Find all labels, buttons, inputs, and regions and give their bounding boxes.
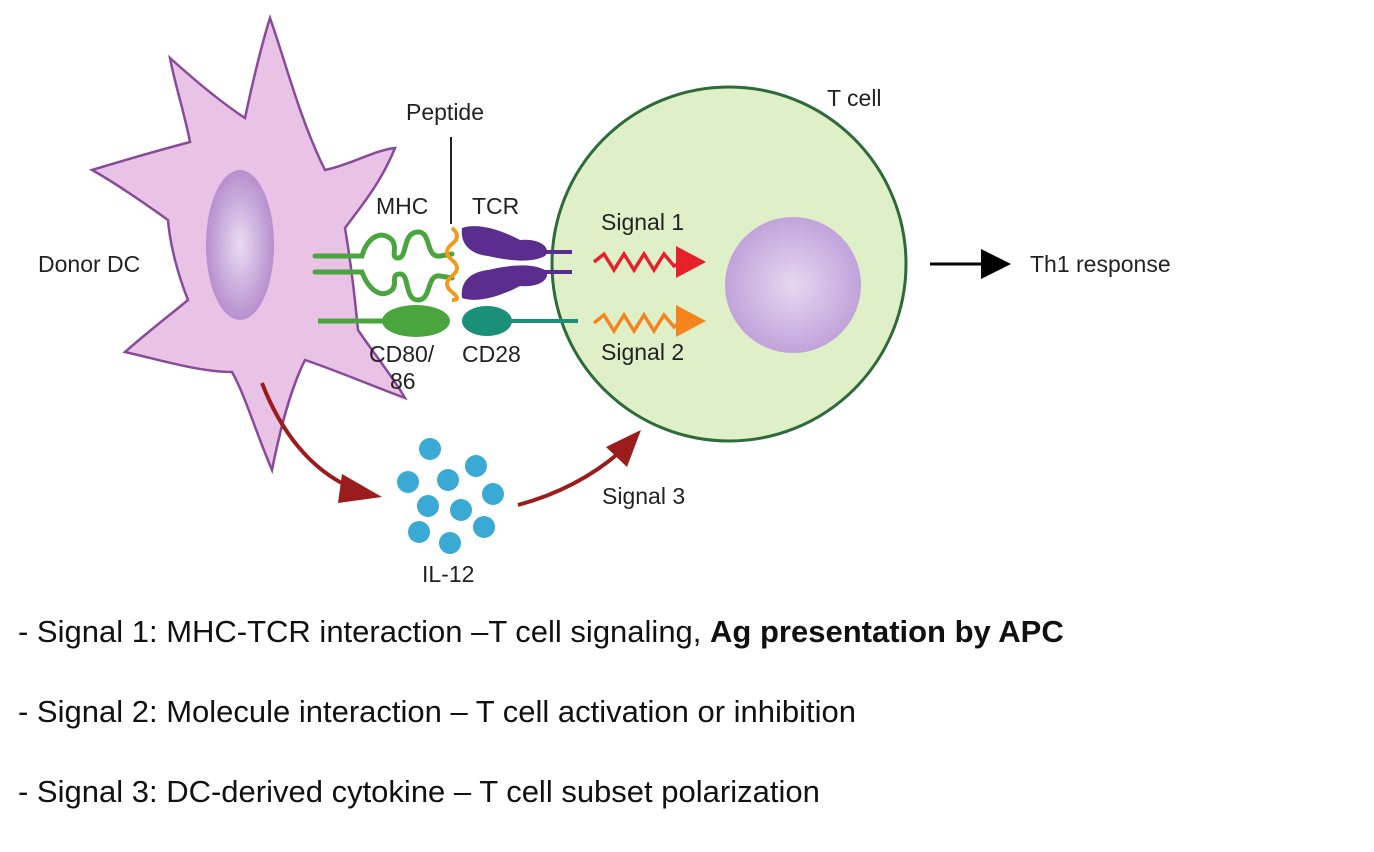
mhc-molecule [312,229,455,303]
cd80-86-label-line2: 86 [390,368,416,394]
signal-1-arrow [592,246,706,278]
il12-secretion-arrow [260,382,382,503]
peptide-label: Peptide [406,99,484,125]
th1-response-label: Th1 response [1030,251,1171,277]
tcr-molecule [461,226,548,300]
il12-cytokines [397,438,504,554]
il12-label: IL-12 [422,561,474,587]
cd80-86-molecule [382,305,450,337]
signal-descriptions: - Signal 1: MHC-TCR interaction –T cell … [18,612,1318,852]
immune-synapse-diagram: Donor DC Peptide MHC TCR T cell Signal 1… [38,14,1171,587]
signal-1-description: - Signal 1: MHC-TCR interaction –T cell … [18,614,1064,649]
t-cell-label: T cell [827,85,882,111]
signal-3-arrow [517,430,641,507]
cd28-molecule [462,306,512,336]
cd80-86-label-line1: CD80/ [369,341,435,367]
cd28-label: CD28 [462,341,521,367]
dc-nucleus [206,170,274,320]
signal-2-label: Signal 2 [601,339,684,365]
donor-dc-label: Donor DC [38,251,140,277]
signal-1-label: Signal 1 [601,209,684,235]
tcr-label: TCR [472,193,519,219]
t-cell-nucleus [725,217,861,353]
signal-2-arrow [592,305,706,337]
signal-3-label: Signal 3 [602,483,685,509]
mhc-label: MHC [376,193,428,219]
peptide [445,226,459,302]
signal-3-description: - Signal 3: DC-derived cytokine – T cell… [18,774,820,809]
signal-2-description: - Signal 2: Molecule interaction – T cel… [18,694,857,729]
